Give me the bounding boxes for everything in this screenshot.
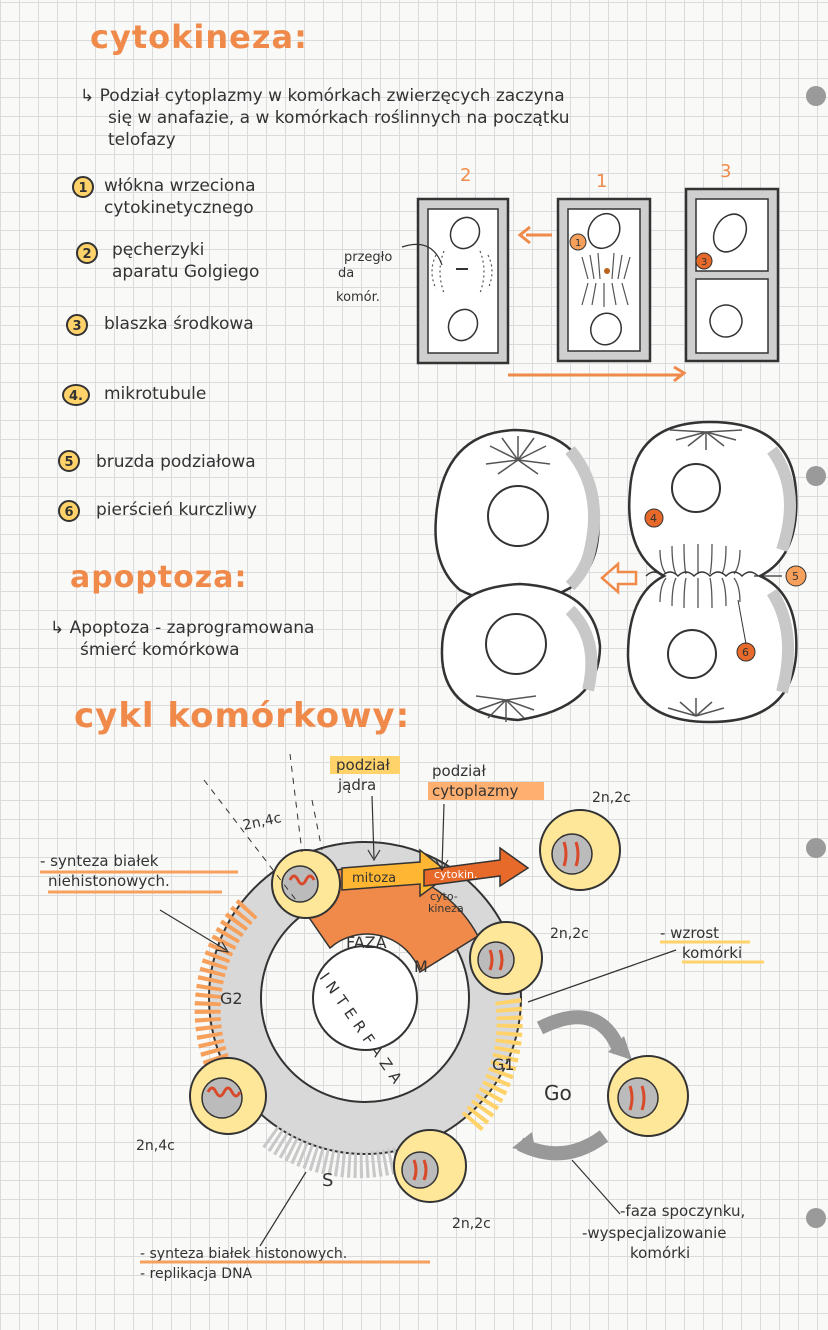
note-rest: -wyspecjalizowanie <box>582 1224 726 1242</box>
legend-label: pęcherzyki <box>112 240 205 260</box>
note-rest: -faza spoczynku, <box>620 1202 745 1220</box>
step-label: 3 <box>720 161 731 182</box>
legend-label: blaszka środkowa <box>104 314 254 334</box>
cell-icon <box>393 1129 467 1203</box>
cytokineza-label: kineza <box>428 902 464 915</box>
legend-number: 1 <box>72 176 94 198</box>
note-nonhistone: niehistonowych. <box>48 872 170 890</box>
label-nuclear-division: podział <box>336 756 390 774</box>
binder-hole <box>806 86 826 106</box>
cytokinesis-text-line3: telofazy <box>108 130 176 150</box>
g0-label: Go <box>544 1081 572 1105</box>
label-cytoplasm-division: cytoplazmy <box>432 782 519 800</box>
annotation-septum: da <box>338 266 354 281</box>
cytokin-label: cytokin. <box>434 868 478 881</box>
cell-icon <box>607 1055 689 1137</box>
heading-cell-cycle: cykl komórkowy: <box>74 696 411 736</box>
step-label: 1 <box>596 171 607 192</box>
cell-icon <box>539 809 621 891</box>
cytokineza-label: cyto- <box>430 890 458 903</box>
note-histone: - synteza białek histonowych. <box>140 1246 347 1262</box>
phase-m-label: FAZA <box>346 933 387 952</box>
plant-cytokinesis-diagram: 2 1 3 1 <box>336 161 780 383</box>
legend-number: 3 <box>66 314 88 336</box>
dividing-cell-right: 4 5 6 <box>626 420 807 724</box>
daughter-cells-left <box>434 428 602 722</box>
plant-cell-step-3: 3 <box>684 187 780 363</box>
ploidy-label: 2n,2c <box>452 1216 491 1232</box>
binder-hole <box>806 838 826 858</box>
cell-icon <box>189 1057 267 1135</box>
binder-hole <box>806 466 826 486</box>
ploidy-label: 2n,4c <box>242 810 283 834</box>
mitosis-label: mitoza <box>352 871 396 886</box>
apoptosis-text-line2: śmierć komórkowa <box>80 640 240 660</box>
animal-cytokinesis-diagram: 4 5 6 <box>434 420 807 724</box>
legend-number: 6 <box>58 500 80 522</box>
ploidy-label: 2n,2c <box>592 790 631 806</box>
g1-label: G1 <box>492 1055 515 1074</box>
apoptosis-text-line1: ↳ Apoptoza - zaprogramowana <box>50 618 315 638</box>
note-rest: komórki <box>630 1244 690 1262</box>
cytokinesis-text-line1: ↳ Podział cytoplazmy w komórkach zwierzę… <box>80 86 565 106</box>
legend-label: pierścień kurczliwy <box>96 500 257 520</box>
plant-cell-step-1: 1 <box>556 197 652 363</box>
marker-label: 4 <box>650 512 657 525</box>
label-cytoplasm-division: podział <box>432 762 486 780</box>
cell-icon <box>271 849 341 919</box>
annotation-septum: komór. <box>336 290 380 305</box>
ploidy-label: 2n,2c <box>550 926 589 942</box>
legend-label: cytokinetycznego <box>104 198 254 218</box>
phase-m-label: M <box>414 957 428 976</box>
note-growth: - wzrost <box>660 924 719 942</box>
s-label: S <box>322 1170 333 1191</box>
legend-label: włókna wrzeciona <box>104 176 256 196</box>
cytokinesis-text-line2: się w anafazie, a w komórkach roślinnych… <box>108 108 570 128</box>
note-nonhistone: - synteza białek <box>40 852 159 870</box>
cell-cycle-diagram: mitoza cytokin. cyto- kineza FAZA M INTE… <box>40 753 764 1282</box>
heading-cytokinesis: cytokineza: <box>90 18 308 56</box>
marker-label: 6 <box>742 646 749 659</box>
legend-number: 2 <box>76 242 98 264</box>
heading-apoptosis: apoptoza: <box>70 560 248 595</box>
legend-number: 5 <box>58 450 80 472</box>
plant-cell-step-2 <box>416 197 510 365</box>
annotation-septum: przegło <box>344 250 392 265</box>
ploidy-label: 2n,4c <box>136 1138 175 1154</box>
cell-icon <box>469 921 543 995</box>
marker-label: 1 <box>575 238 581 249</box>
legend-number: 4. <box>62 384 90 406</box>
legend-label: mikrotubule <box>104 384 207 404</box>
marker-label: 5 <box>792 570 799 583</box>
binder-hole <box>806 1208 826 1228</box>
note-dna: - replikacja DNA <box>140 1266 253 1282</box>
step-label: 2 <box>460 165 471 186</box>
marker-label: 3 <box>701 257 707 268</box>
g2-label: G2 <box>220 989 243 1008</box>
label-nuclear-division: jądra <box>337 776 376 794</box>
legend-label: aparatu Golgiego <box>112 262 260 282</box>
legend-label: bruzda podziałowa <box>96 452 256 472</box>
note-growth: komórki <box>682 944 742 962</box>
